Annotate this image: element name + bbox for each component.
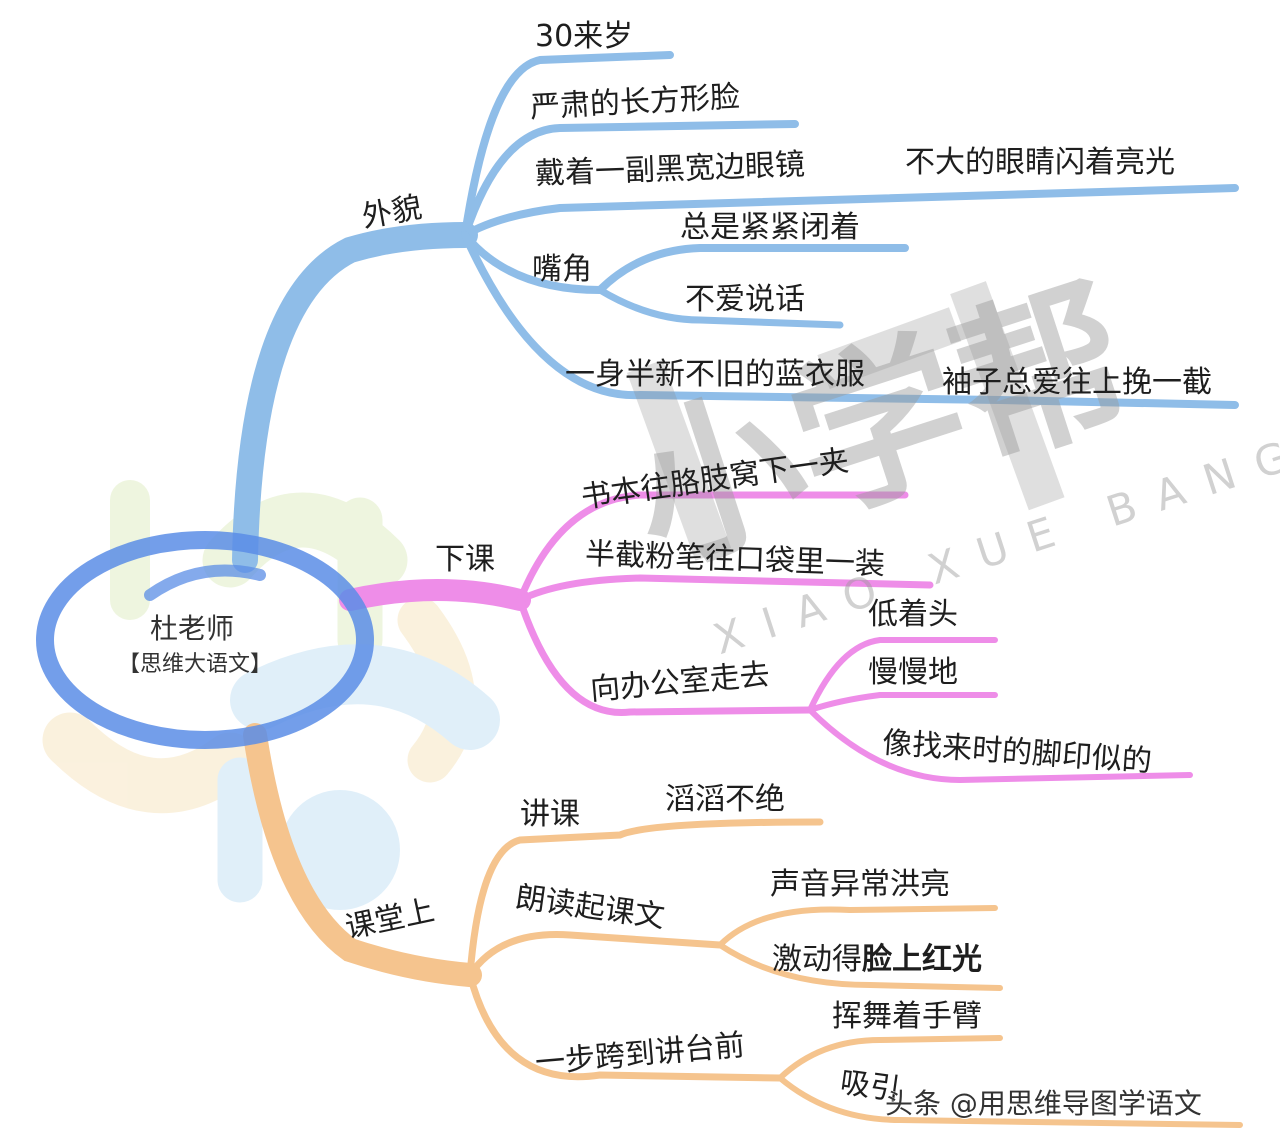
branch-after-class-label: 下课: [435, 542, 495, 577]
appearance-mouth: 嘴角: [532, 252, 592, 287]
after-class-slowly: 慢慢地: [868, 655, 958, 690]
branch-in-class-lines: [243, 723, 1243, 1128]
appearance-mouth-closed: 总是紧紧闭着: [680, 210, 860, 245]
appearance-mouth-quiet: 不爱说话: [685, 282, 805, 317]
appearance-sleeves: 袖子总爱往上挽一截: [942, 365, 1212, 400]
in-class-lecture: 讲课: [520, 797, 580, 832]
appearance-clothes: 一身半新不旧的蓝衣服: [565, 357, 865, 392]
xiaoxuebang-watermark-icon: [627, 281, 1065, 561]
center-node-title: 杜老师: [150, 612, 235, 645]
in-class-excited-bold: 脸上红光: [862, 942, 982, 977]
in-class-excited: 激动得脸上红光: [772, 945, 982, 975]
footer-watermark: 头条 @用思维导图学语文: [885, 1087, 1202, 1120]
branch-after-class-lines: [339, 491, 1193, 784]
logo-watermark-icon: [42, 480, 500, 910]
center-node-subtitle: 【思维大语文】: [118, 652, 273, 677]
appearance-age: 30来岁: [535, 19, 634, 54]
center-node-ring: [36, 531, 374, 749]
branch-appearance-lines: [232, 51, 1239, 573]
in-class-loud-voice: 声音异常洪亮: [770, 867, 950, 902]
after-class-head-down: 低着头: [868, 597, 958, 632]
in-class-excited-text: 激动得: [772, 942, 862, 977]
center-node-ring-tail: [144, 564, 266, 601]
in-class-wave-arms: 挥舞着手臂: [832, 999, 982, 1034]
in-class-fluent: 滔滔不绝: [665, 782, 785, 817]
appearance-eyes: 不大的眼睛闪着亮光: [905, 145, 1175, 180]
